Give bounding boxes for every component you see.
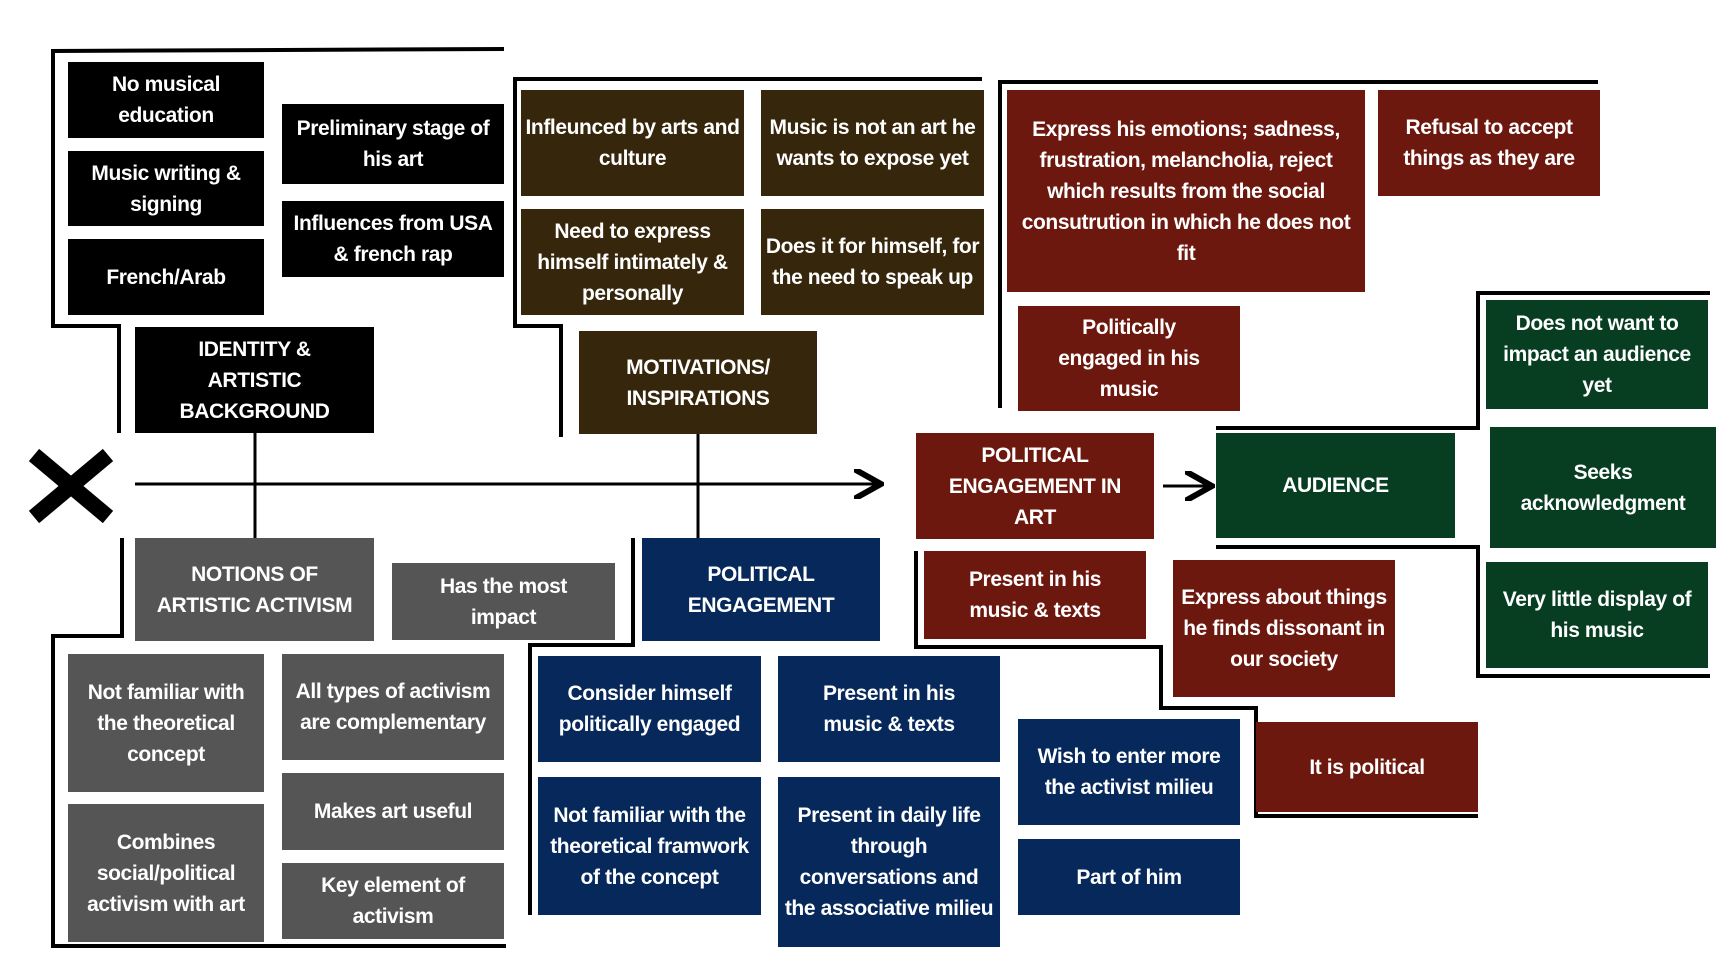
motivation-item: Infleunced by arts and culture bbox=[521, 90, 744, 196]
identity-bracket bbox=[51, 47, 505, 433]
identity-item: Preliminary stage of his art bbox=[282, 104, 504, 184]
audience-bottom-bracket bbox=[1216, 545, 1710, 678]
motivation-item: Need to express himself intimately & per… bbox=[521, 209, 744, 315]
audience-item: Does not want to impact an audience yet bbox=[1486, 300, 1708, 409]
activism-item: Combines social/political activism with … bbox=[68, 804, 264, 942]
engagement-item: Present in his music & texts bbox=[778, 656, 1000, 762]
political-art-item: It is political bbox=[1256, 722, 1478, 812]
audience-header: AUDIENCE bbox=[1216, 433, 1455, 538]
identity-item: Influences from USA & french rap bbox=[282, 201, 504, 277]
political-art-item: Politically engaged in his music bbox=[1018, 306, 1240, 411]
political-art-item: Present in his music & texts bbox=[924, 551, 1146, 639]
identity-item: No musical education bbox=[68, 62, 264, 138]
engagement-header: POLITICAL ENGAGEMENT bbox=[642, 538, 880, 641]
identity-header: IDENTITY & ARTISTIC BACKGROUND bbox=[135, 327, 374, 433]
activism-bracket bbox=[51, 538, 506, 948]
identity-item: French/Arab bbox=[68, 239, 264, 315]
engagement-item: Present in daily life through conversati… bbox=[778, 777, 1000, 947]
engagement-item: Not familiar with the theoretical framwo… bbox=[538, 777, 761, 915]
motivation-item: Music is not an art he wants to expose y… bbox=[761, 90, 984, 196]
audience-item: Seeks acknowledgment bbox=[1490, 427, 1716, 548]
motivations-header: MOTIVATIONS/ INSPIRATIONS bbox=[579, 331, 817, 434]
activism-item: Has the most impact bbox=[392, 563, 615, 640]
engagement-bracket bbox=[528, 538, 635, 915]
motivation-item: Does it for himself, for the need to spe… bbox=[761, 209, 984, 315]
identity-item: Music writing & signing bbox=[68, 151, 264, 226]
political-art-header: POLITICAL ENGAGEMENT IN ART bbox=[916, 433, 1154, 539]
audience-item: Very little display of his music bbox=[1486, 562, 1708, 668]
activism-item: All types of activism are complementary bbox=[282, 654, 504, 760]
political-art-bottom-bracket bbox=[914, 551, 1478, 818]
activism-item: Key element of activism bbox=[282, 863, 504, 939]
motivations-bracket bbox=[513, 77, 982, 437]
political-art-item: Refusal to accept things as they are bbox=[1378, 90, 1600, 196]
audience-top-bracket bbox=[1216, 291, 1710, 430]
political-art-item: Express about things he finds dissonant … bbox=[1173, 560, 1395, 697]
engagement-item: Wish to enter more the activist milieu bbox=[1018, 719, 1240, 825]
engagement-item: Consider himself politically engaged bbox=[538, 656, 761, 762]
activism-item: Makes art useful bbox=[282, 773, 504, 850]
activism-header: NOTIONS OF ARTISTIC ACTIVISM bbox=[135, 538, 374, 641]
engagement-item: Part of him bbox=[1018, 839, 1240, 915]
activism-item: Not familiar with the theoretical concep… bbox=[68, 654, 264, 792]
political-art-item: Express his emotions; sadness, frustrati… bbox=[1007, 90, 1365, 292]
political-art-top-bracket bbox=[998, 80, 1598, 408]
x-mark-icon bbox=[28, 448, 114, 524]
